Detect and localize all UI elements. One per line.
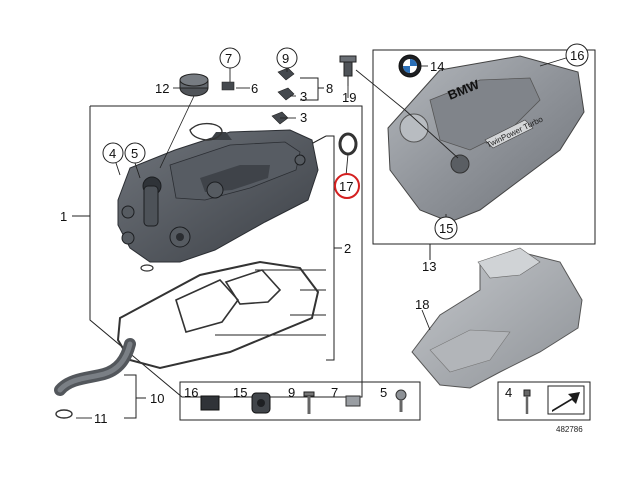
callout-2: 2 [344,241,351,256]
valve-cover-part [117,129,319,263]
legend-label-4: 4 [505,385,512,400]
oil-filler-cap [159,73,209,169]
callout-3a: 3 [300,89,307,104]
callout-labels: 12 7 6 9 3 8 3 19 4 5 1 2 17 14 16 15 13… [60,43,589,434]
callout-14: 14 [430,59,444,74]
callout-4-ring [102,142,124,164]
callout-19: 19 [342,90,356,105]
o-ring-part [338,132,358,156]
legend-stud-5-icon [395,389,407,401]
callout-18: 18 [415,297,429,312]
legend-label-16: 16 [184,385,198,400]
legend-label-5: 5 [380,385,387,400]
callout-5-ring [124,142,146,164]
callout-15: 15 [439,221,453,236]
engine-cover-part: BMW TwinPower Turbo [387,55,585,223]
callout-8: 8 [326,81,333,96]
callout-17: 17 [339,179,353,194]
legend-screw-9-icon [303,391,315,397]
callout-9: 9 [282,51,289,66]
callout-1: 1 [60,209,67,224]
callout-10: 10 [150,391,164,406]
callout-5: 5 [131,146,138,161]
callout-17-ring [334,173,360,199]
legend-bolt-7-icon [345,395,361,407]
legend-bolt-4-icon [523,389,531,397]
filler-gasket [189,122,223,141]
callout-7: 7 [225,51,232,66]
callout-7-ring [219,47,241,69]
frame-lines [72,49,596,421]
legend-label-15: 15 [233,385,247,400]
callout-11: 11 [94,411,108,426]
bmw-emblem-icon [398,54,422,78]
callout-12: 12 [155,81,169,96]
callout-16-ring [565,43,589,67]
breather-hose-part [54,338,136,419]
legend-label-7: 7 [331,385,338,400]
callout-3b: 3 [300,110,307,125]
callout-15-ring [434,216,458,240]
clip-parts [221,67,295,125]
callout-6: 6 [251,81,258,96]
heat-shield-part [411,247,583,389]
legend-label-9: 9 [288,385,295,400]
legend-icons [200,385,585,415]
figure-id: 482786 [556,425,583,434]
gasket-part [116,260,320,370]
callout-9-ring [276,47,298,69]
callout-16: 16 [570,48,584,63]
callout-4: 4 [109,146,116,161]
legend-clip-16-icon [200,395,220,411]
callout-13: 13 [422,259,436,274]
